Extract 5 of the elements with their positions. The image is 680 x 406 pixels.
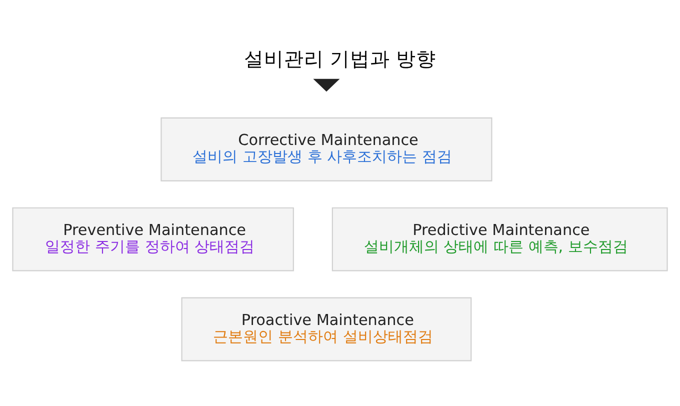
node-box: Corrective Maintenance 설비의 고장발생 후 사후조치하는 점검 [160,117,492,182]
node-box: Predictive Maintenance 설비개체의 상태에 따른 예측, 보수점검 [332,207,668,272]
node-box: Proactive Maintenance 근본원인 분석하여 설비상태점검 [181,297,472,362]
node-box: Preventive Maintenance 일정한 주기를 정하여 상태점검 [12,207,294,272]
diagram-title: 설비관리 기법과 방향 [244,47,436,70]
